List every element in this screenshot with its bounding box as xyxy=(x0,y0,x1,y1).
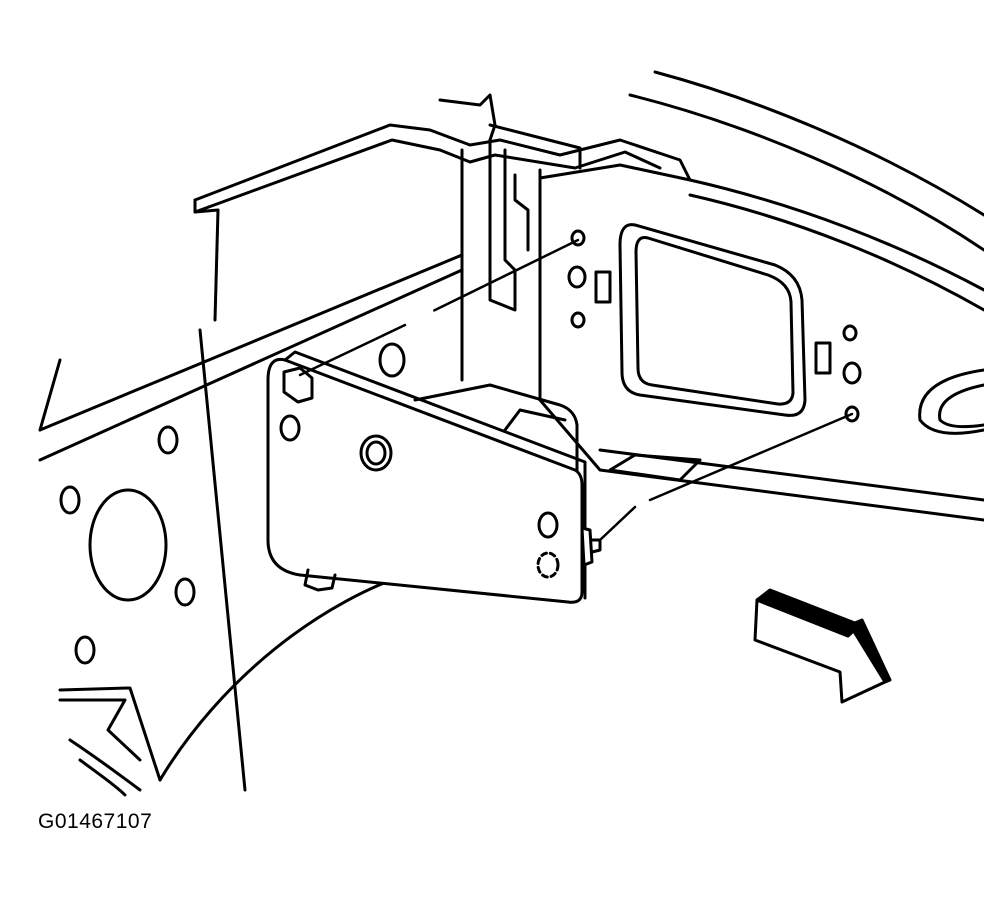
top-rail-notch xyxy=(438,93,497,142)
mounting-bracket xyxy=(266,350,587,604)
figure-code: G01467107 xyxy=(38,810,153,833)
wheelhouse-arc-2 xyxy=(58,698,142,762)
top-rail-edge-2 xyxy=(193,138,662,214)
upper-body-panel xyxy=(628,70,984,312)
hole xyxy=(378,342,406,378)
bracket-plate xyxy=(266,357,584,604)
hole xyxy=(174,577,196,607)
left-panel-diagonal-2 xyxy=(38,268,464,462)
wheelhouse-shade xyxy=(68,738,142,792)
left-panel-lower-curve xyxy=(158,568,422,782)
lower-ledge xyxy=(598,448,984,502)
mount-hole-lower xyxy=(844,405,860,423)
pillar-channel xyxy=(513,173,530,252)
bolt-right xyxy=(580,526,594,567)
alignment-lines xyxy=(298,238,854,542)
bracket-box-side xyxy=(503,408,567,432)
slot xyxy=(594,270,612,304)
arrow-shade-head xyxy=(848,618,892,684)
mount-hole-upper xyxy=(570,229,586,247)
pillar-inner-edge xyxy=(488,138,517,312)
top-rail xyxy=(193,93,692,214)
top-rail-edge xyxy=(193,123,692,202)
hole xyxy=(74,635,96,665)
roof-curve-mid xyxy=(628,93,984,252)
alignment-line-lower xyxy=(598,412,854,542)
wheelhouse-shade-2 xyxy=(78,758,127,797)
inner-panel-holes xyxy=(567,229,984,435)
edge-hole-partial-inner xyxy=(938,383,984,429)
hole xyxy=(59,485,81,515)
bracket-hole-top-left xyxy=(279,414,301,442)
access-window-inner xyxy=(634,236,795,406)
hole xyxy=(157,425,179,455)
inner-panel xyxy=(538,163,984,522)
left-panel-diagonal xyxy=(38,253,464,432)
wheelhouse-arc xyxy=(58,686,162,782)
inner-panel-top xyxy=(538,163,692,182)
front-direction-arrow-icon xyxy=(753,588,892,704)
bolts xyxy=(580,526,602,567)
roof-curve-outer xyxy=(653,70,984,217)
bracket-hole-hidden xyxy=(536,551,560,579)
pillar xyxy=(460,138,542,402)
access-window-shadow xyxy=(608,453,702,482)
roof-curve-lower xyxy=(688,193,984,312)
bracket-hole-center xyxy=(359,434,393,472)
bolt-right-shank xyxy=(590,538,602,554)
left-panel-holes xyxy=(59,342,406,665)
bracket-lower-tab xyxy=(303,568,337,592)
bracket-hole-right xyxy=(537,511,559,539)
roof-curve-inner xyxy=(688,178,984,292)
slot xyxy=(814,341,832,375)
left-panel-top-edge xyxy=(193,198,220,322)
left-panel-vertical xyxy=(198,328,247,792)
large-access-hole xyxy=(88,488,168,602)
bracket-hole-center-inner xyxy=(365,440,387,466)
left-panel-side xyxy=(38,358,62,432)
bracket-clip xyxy=(282,366,314,404)
hole xyxy=(570,311,586,329)
access-window-outer xyxy=(618,223,807,417)
inner-panel-bottom xyxy=(538,398,984,522)
edge-hole-partial xyxy=(918,368,984,435)
alignment-line-upper xyxy=(298,238,580,377)
hole xyxy=(567,265,587,289)
hole xyxy=(842,324,858,342)
hole xyxy=(842,361,862,385)
top-rail-notch-2 xyxy=(488,123,582,170)
bracket-box-top xyxy=(413,383,579,472)
